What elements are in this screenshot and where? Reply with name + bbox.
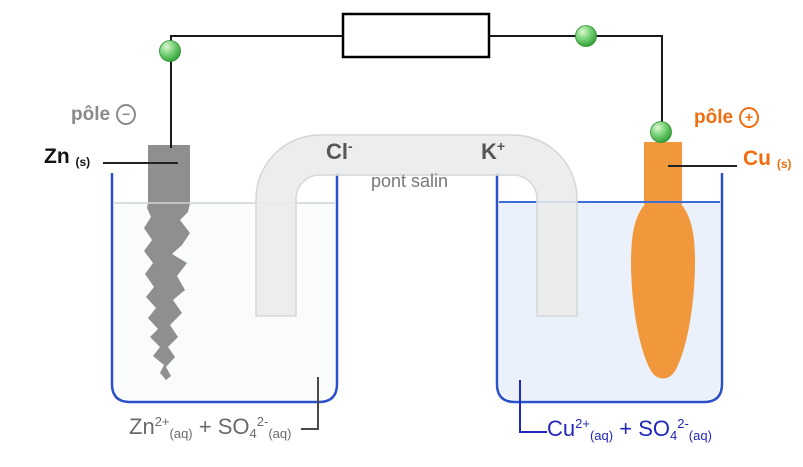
zinc-electrode-corroded xyxy=(144,203,190,380)
sulfate-index: 4 xyxy=(249,426,257,441)
cu-ion-charge: 2+ xyxy=(575,416,590,431)
chloride-charge: - xyxy=(348,138,353,154)
potassium-charge: + xyxy=(496,138,506,154)
sulfate-charge: 2- xyxy=(256,414,269,429)
positive-pole-label: pôle + xyxy=(694,107,760,128)
sulfate-state: (aq) xyxy=(688,428,712,443)
zn-ion-charge: 2+ xyxy=(154,414,170,429)
salt-bridge-name-label: pont salin xyxy=(371,171,449,191)
cu-ion-symbol: Cu xyxy=(547,416,576,441)
potassium-ion-label: K+ xyxy=(481,139,505,163)
potassium-symbol: K xyxy=(481,139,497,164)
salt-bridge-tube xyxy=(255,134,578,317)
left-beaker-outline xyxy=(110,173,339,404)
left-circuit-wire xyxy=(170,35,343,148)
sulfate-charge: 2- xyxy=(677,416,689,431)
sulfate-symbol: SO xyxy=(638,416,670,441)
cu-ion-state: (aq) xyxy=(589,428,614,443)
sulfate-symbol: SO xyxy=(217,414,250,439)
left-wire-connector-ball xyxy=(159,40,181,62)
copper-state: (s) xyxy=(776,157,792,171)
plus-sign: + xyxy=(198,414,212,439)
resistor-box xyxy=(341,12,491,59)
plus-sign: + xyxy=(619,416,633,441)
sulfate-index: 4 xyxy=(669,428,678,443)
zinc-state: (s) xyxy=(75,155,91,169)
copper-wire-connector-ball xyxy=(650,121,672,143)
plus-circle-icon: + xyxy=(739,107,760,128)
positive-pole-text: pôle xyxy=(694,107,734,128)
negative-pole-label: pôle − xyxy=(71,104,137,125)
zn-ion-state: (aq) xyxy=(169,426,193,441)
right-circuit-wire xyxy=(489,35,663,134)
copper-sulfate-solution-label: Cu2+(aq) + SO42-(aq) xyxy=(547,417,712,442)
negative-pole-text: pôle xyxy=(71,104,111,125)
zinc-symbol: Zn xyxy=(44,145,70,168)
right-beaker-outline xyxy=(495,173,724,404)
zinc-electrode-top xyxy=(148,145,190,205)
minus-circle-icon: − xyxy=(116,104,137,125)
zinc-electrode-label: Zn (s) xyxy=(44,146,90,168)
right-solution-pointer-line xyxy=(519,380,547,433)
chloride-symbol: Cl xyxy=(326,139,348,164)
copper-symbol: Cu xyxy=(743,147,771,170)
sulfate-state: (aq) xyxy=(268,426,292,441)
top-wire-connector-ball xyxy=(575,25,597,47)
copper-electrode-top xyxy=(644,142,682,204)
left-solution-pointer-line xyxy=(301,377,319,430)
copper-electrode-label: Cu (s) xyxy=(743,148,792,170)
chloride-ion-label: Cl- xyxy=(326,139,353,163)
zn-ion-symbol: Zn xyxy=(129,414,155,439)
zinc-sulfate-solution-label: Zn2+(aq) + SO42-(aq) xyxy=(129,415,291,440)
copper-electrode-bulge xyxy=(631,203,695,379)
